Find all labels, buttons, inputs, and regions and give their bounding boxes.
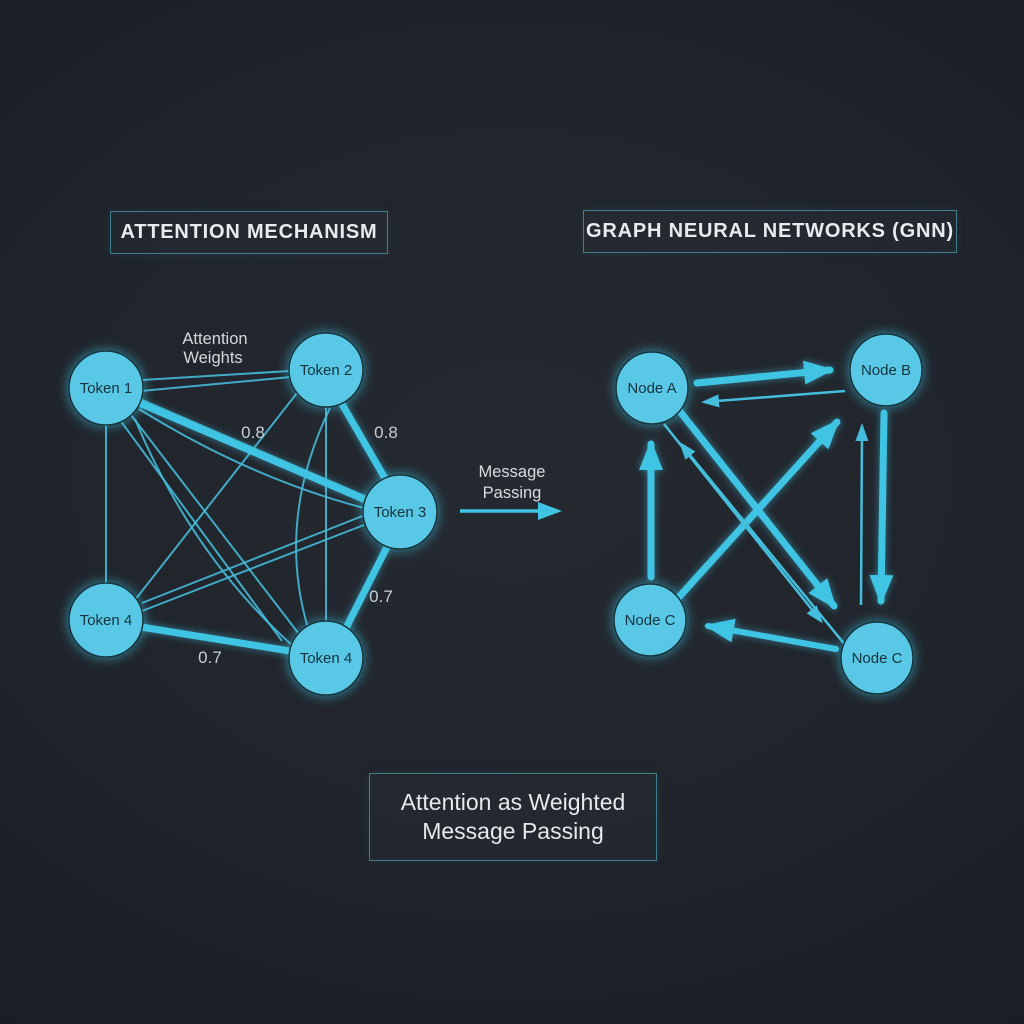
edge-line	[141, 514, 366, 604]
annotation-line-2: Weights	[183, 349, 242, 367]
weighted-edge	[342, 543, 391, 632]
attention-edge-weights: 0.8 0.8 0.7 0.7	[198, 423, 398, 667]
attention-thin-edges	[105, 370, 368, 647]
gnn-node-labels: Node A Node B Node C Node C	[625, 362, 911, 667]
weight-0.7-b: 0.7	[198, 648, 222, 667]
token-3-label: Token 3	[374, 504, 427, 521]
caption-line-1: Attention as Weighted	[400, 789, 626, 815]
gnn-title: GRAPH NEURAL NETWORKS (GNN)	[586, 220, 954, 242]
node-b-label: Node B	[861, 362, 911, 379]
node-c-left-label: Node C	[625, 612, 676, 629]
edge-curve	[134, 418, 294, 647]
node-c-bottom	[840, 621, 914, 695]
arrow-b-to-c2	[869, 409, 894, 605]
arrow-c2-to-a	[679, 441, 847, 647]
node-c-left	[613, 583, 687, 657]
attention-weighted-edges	[135, 399, 391, 655]
weight-0.8-a: 0.8	[241, 423, 265, 442]
attention-node-labels: Token 1 Token 2 Token 3 Token 4 Token 4	[80, 362, 427, 667]
message-passing-line-2: Passing	[483, 484, 542, 502]
attention-title-box: ATTENTION MECHANISM	[110, 211, 388, 254]
token-4-left-node	[68, 582, 144, 658]
weight-0.8-b: 0.8	[374, 423, 398, 442]
edge-line	[130, 414, 300, 635]
attention-nodes	[68, 332, 438, 696]
token-1-label: Token 1	[80, 380, 133, 397]
gnn-nodes	[613, 333, 923, 695]
weighted-edge	[135, 399, 372, 505]
arrow-a-to-b	[693, 360, 834, 387]
edge-curve	[295, 407, 331, 629]
gnn-thin-arrows	[663, 389, 869, 647]
token-4-bottom-label: Token 4	[300, 650, 353, 667]
token-3-node	[362, 474, 438, 550]
token-1-node	[68, 350, 144, 426]
token-2-label: Token 2	[300, 362, 353, 379]
token-2-node	[288, 332, 364, 408]
attention-weights-annotation: Attention Weights	[182, 330, 247, 367]
edge-line	[119, 419, 283, 642]
weighted-edge	[137, 623, 294, 655]
arrow-c-to-b	[675, 418, 841, 601]
token-4-left-label: Token 4	[80, 612, 133, 629]
node-a-label: Node A	[627, 380, 676, 397]
node-b	[849, 333, 923, 407]
gnn-thick-arrows	[639, 360, 894, 652]
caption-line-2: Message Passing	[422, 818, 604, 844]
caption-box: Attention as Weighted Message Passing	[369, 773, 657, 861]
message-passing-group: Message Passing	[460, 463, 562, 520]
node-a	[615, 351, 689, 425]
weight-0.7-a: 0.7	[369, 587, 393, 606]
arrow-c2-to-b	[855, 423, 869, 606]
attention-title: ATTENTION MECHANISM	[120, 221, 378, 243]
edge-line	[134, 392, 298, 601]
edge-line	[140, 376, 292, 392]
edge-curve	[138, 408, 365, 509]
weighted-edge	[338, 400, 390, 484]
arrow-c2-to-c	[704, 618, 839, 652]
gnn-title-box: GRAPH NEURAL NETWORKS (GNN)	[583, 210, 957, 253]
message-passing-line-1: Message	[479, 463, 546, 481]
arrow-a-to-c2-thin	[663, 423, 823, 624]
node-c-bottom-label: Node C	[852, 650, 903, 667]
token-4-bottom-node	[288, 620, 364, 696]
edge-line	[141, 370, 291, 381]
arrow-b-to-a	[701, 389, 846, 408]
annotation-line-1: Attention	[182, 330, 247, 348]
edge-line	[141, 524, 365, 612]
